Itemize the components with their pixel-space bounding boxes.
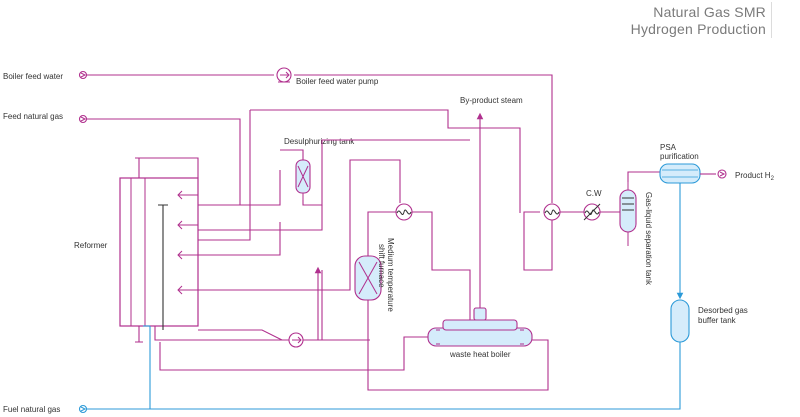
diagram-title: Natural Gas SMR Hydrogen Production: [631, 4, 766, 38]
separator-to-psa-line: [627, 171, 660, 182]
combustion-air-line: [198, 266, 323, 341]
label-product-h2-main: Product H: [735, 171, 771, 180]
label-feed-natural-gas: Feed natural gas: [3, 112, 63, 121]
feed-natural-gas-line: [87, 118, 281, 206]
cooler-icon: [583, 203, 601, 221]
heat-exchanger-2-icon: [543, 203, 561, 221]
label-waste-heat-boiler: waste heat boiler: [449, 350, 511, 359]
desulphurizer-piping: [198, 139, 470, 231]
label-cooling-water: C.W: [586, 189, 602, 198]
label-boiler-feed-water-pump: Boiler feed water pump: [296, 77, 379, 86]
product-hydrogen-outlet-icon: [717, 169, 727, 179]
label-by-product-steam: By-product steam: [460, 96, 523, 105]
waste-heat-boiler-piping: [159, 336, 428, 371]
label-shift-furnace-line-1: Medium temperature: [386, 238, 395, 312]
heat-exchanger-1-icon: [395, 203, 413, 221]
gas-liquid-separator-icon: [619, 182, 637, 246]
label-purification: purification: [660, 152, 699, 161]
title-line-1: Natural Gas SMR: [653, 4, 766, 20]
feed-natural-gas-inlet-icon: [78, 114, 88, 124]
boiler-feed-water-pump-icon: [276, 67, 292, 83]
fuel-natural-gas-line: [87, 325, 681, 410]
air-blower-icon: [288, 332, 304, 348]
label-gas-liquid-separation-tank: Gas-liquid separation tank: [644, 192, 653, 286]
boiler-feed-water-inlet-icon: [78, 70, 88, 80]
label-product-h2-subscript: 2: [771, 176, 775, 182]
label-fuel-natural-gas: Fuel natural gas: [3, 405, 60, 414]
boiler-feed-water-line: [87, 74, 553, 271]
label-desulphurizing-tank: Desulphurizing tank: [284, 137, 355, 146]
shift-furnace-label: Medium temperature shift furnace: [377, 238, 395, 312]
psa-vessel-icon: [659, 163, 701, 184]
title-divider: [771, 2, 800, 38]
by-product-steam-line: [198, 109, 521, 320]
title-line-2: Hydrogen Production: [630, 21, 766, 37]
label-product-h2: Product H2: [735, 171, 775, 182]
desorbed-gas-buffer-tank-icon: [670, 299, 690, 343]
desulphurizing-tank-icon: [295, 153, 311, 200]
reformer-furnace-icon: [119, 157, 199, 343]
label-buffer-tank: buffer tank: [698, 316, 737, 325]
fuel-natural-gas-inlet-icon: [78, 404, 88, 414]
shift-furnace-piping: [367, 211, 549, 391]
label-reformer: Reformer: [74, 241, 108, 250]
label-psa: PSA: [660, 143, 677, 152]
waste-heat-boiler-icon: [427, 307, 533, 347]
label-desorbed-gas: Desorbed gas: [698, 306, 748, 315]
label-shift-furnace-line-2: shift furnace: [377, 244, 386, 288]
label-boiler-feed-water: Boiler feed water: [3, 72, 63, 81]
